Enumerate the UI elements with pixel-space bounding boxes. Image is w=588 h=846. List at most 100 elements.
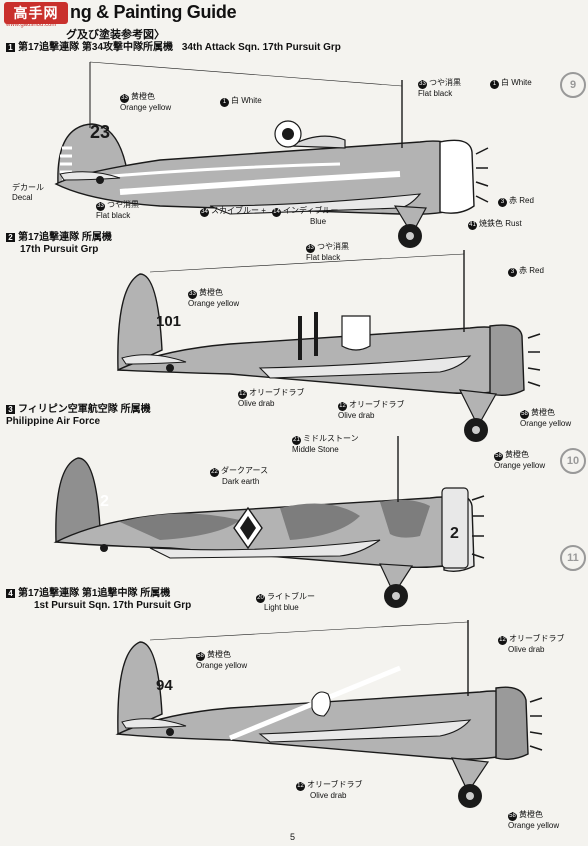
cowling xyxy=(489,324,525,397)
wheel-pant xyxy=(451,757,490,794)
callout-number: 3 xyxy=(508,268,517,277)
tail-wheel xyxy=(166,728,174,736)
tail-code: 101 xyxy=(156,313,181,330)
page-number: 5 xyxy=(290,832,296,842)
aircraft-1-profile: 23 xyxy=(54,61,489,248)
tail-code: 2 xyxy=(100,493,109,510)
watermark-logo: 高手网 xyxy=(4,2,68,24)
callout-number: 1 xyxy=(490,80,499,89)
cowl-face xyxy=(441,487,469,569)
side-number: 11 xyxy=(560,545,586,571)
radio-wire xyxy=(149,621,469,641)
wing xyxy=(258,719,472,743)
hub-cap xyxy=(472,426,480,434)
aircraft-2-profile: 101 xyxy=(117,250,541,442)
tail-code: 23 xyxy=(90,122,110,142)
tail-fin xyxy=(117,641,163,736)
callout-number: 12 xyxy=(498,636,507,645)
propeller-hub xyxy=(475,147,489,203)
radio-wire xyxy=(89,61,403,87)
callout-number: 58 xyxy=(494,452,503,461)
tailplane xyxy=(121,354,187,365)
callout-number: 33 xyxy=(188,290,197,299)
header: 高手网 www.gaoshou.com ng & Painting Guide xyxy=(0,0,588,28)
callout-number: 12 xyxy=(296,782,305,791)
wheel-pant xyxy=(393,205,427,236)
insignia-diamond-center xyxy=(240,516,256,540)
callout-number: 33 xyxy=(120,94,129,103)
hub-cap xyxy=(392,592,400,600)
cowling xyxy=(495,686,529,761)
callout-number: 21 xyxy=(292,436,301,445)
page-title: ng & Painting Guide xyxy=(70,2,237,22)
unit-shield xyxy=(341,315,371,351)
side-number: 9 xyxy=(560,72,586,98)
eagle-insignia xyxy=(311,691,331,717)
white-stripe xyxy=(89,162,341,180)
cowling xyxy=(439,139,475,214)
radio-wire xyxy=(149,253,465,273)
propeller-hub xyxy=(471,495,485,559)
insignia-center xyxy=(282,128,294,140)
wheel-pant xyxy=(458,389,497,428)
wing xyxy=(149,539,381,559)
hub-cap xyxy=(466,792,474,800)
camo-patch xyxy=(280,503,360,540)
white-stripe xyxy=(119,171,401,195)
camo-patch xyxy=(380,499,430,538)
aircraft-3-profile: 2 2 xyxy=(53,436,485,608)
section-jp-title: 第17追撃連隊 第34攻撃中隊所属機 xyxy=(18,42,174,53)
logo-text: 高手网 xyxy=(13,5,59,21)
hub-cap xyxy=(406,232,414,240)
callout-number: 12 xyxy=(338,402,347,411)
callout-number: 58 xyxy=(520,410,529,419)
tail-fin xyxy=(55,457,101,543)
tailplane xyxy=(59,171,121,181)
tail-wheel xyxy=(96,176,104,184)
callout-number: 14 xyxy=(272,208,281,217)
fuselage-band xyxy=(314,312,318,356)
camo-patch xyxy=(120,513,240,540)
tail-code: 94 xyxy=(156,677,173,694)
callout-number: 20 xyxy=(256,594,265,603)
callout-number: 12 xyxy=(238,390,247,399)
logo-url: www.gaoshou.com xyxy=(6,22,57,28)
side-number: 10 xyxy=(560,448,586,474)
page-subtitle: グ及び塗装参考図〉 xyxy=(66,29,165,41)
callout-number: 1 xyxy=(220,98,229,107)
tail-fin xyxy=(117,273,163,372)
callout-number: 3 xyxy=(498,198,507,207)
tail-wheel xyxy=(100,544,108,552)
wheel-pant xyxy=(379,563,414,596)
tailplane xyxy=(121,718,187,729)
aircraft-4-profile: 94 xyxy=(115,620,543,808)
section-number: 1 xyxy=(6,43,15,52)
cowl-code: 2 xyxy=(450,525,459,542)
callout-number: 58 xyxy=(508,812,517,821)
